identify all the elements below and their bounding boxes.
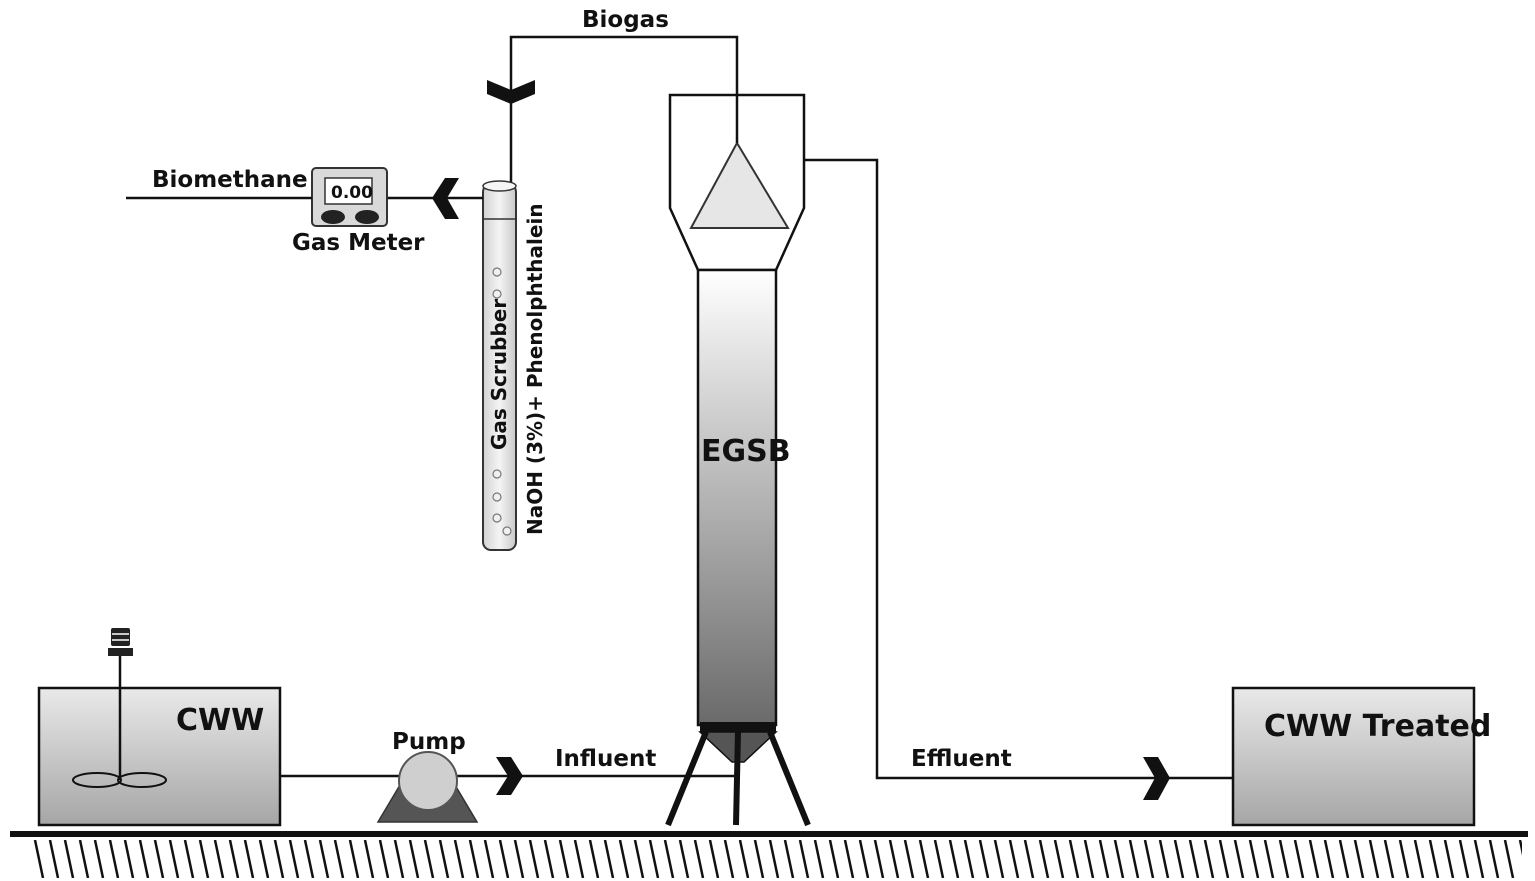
- biogas-label: Biogas: [582, 7, 669, 33]
- feed-tank-body: [37, 686, 282, 827]
- feed-tank: CWW: [37, 628, 282, 827]
- reactor-stand: [665, 730, 811, 827]
- influent-arrow-icon: [496, 757, 523, 795]
- gas-scrubber: Gas Scrubber NaOH (3%)+ Phenolphthalein: [482, 96, 547, 551]
- gas-meter-knob-right: [355, 210, 379, 224]
- egsb-reactor: EGSB: [665, 93, 811, 827]
- gas-meter-knob-left: [321, 210, 345, 224]
- biomethane-label: Biomethane: [152, 167, 308, 193]
- gas-meter: 0.00 Gas Meter: [292, 167, 425, 256]
- biogas-pipe: [509, 35, 739, 143]
- effluent-pipe: [804, 158, 1233, 780]
- gas-separator-icon: [689, 140, 790, 229]
- treated-tank-body: [1231, 686, 1476, 827]
- ground: [10, 831, 1528, 878]
- reactor-label: EGSB: [701, 434, 791, 469]
- pump[interactable]: Pump: [376, 729, 479, 823]
- pump-label: Pump: [392, 729, 466, 755]
- pump-icon: [398, 751, 458, 811]
- reactor-column: [696, 268, 778, 727]
- treated-tank: CWW Treated: [1231, 686, 1491, 827]
- treated-tank-label: CWW Treated: [1264, 709, 1491, 744]
- bubbles-icon: [492, 267, 512, 536]
- biogas-arrow-icon: [487, 80, 535, 104]
- stirrer-icon: [72, 628, 167, 788]
- influent-label: Influent: [555, 746, 656, 772]
- gas-meter-label: Gas Meter: [292, 230, 425, 256]
- feed-tank-label: CWW: [176, 703, 264, 738]
- gas-meter-reading: 0.00: [331, 183, 373, 203]
- reactor-base-plate: [700, 722, 776, 732]
- effluent-arrow-icon: [1143, 757, 1170, 800]
- ground-hatching: [32, 840, 1522, 878]
- gas-meter-display: [324, 177, 373, 205]
- gas-scrubber-label: Gas Scrubber: [487, 299, 511, 450]
- ground-line: [10, 831, 1528, 837]
- biomethane-arrow-icon: [432, 178, 459, 219]
- effluent-label: Effluent: [911, 746, 1012, 772]
- scrubber-solution-label: NaOH (3%)+ Phenolphthalein: [523, 203, 547, 535]
